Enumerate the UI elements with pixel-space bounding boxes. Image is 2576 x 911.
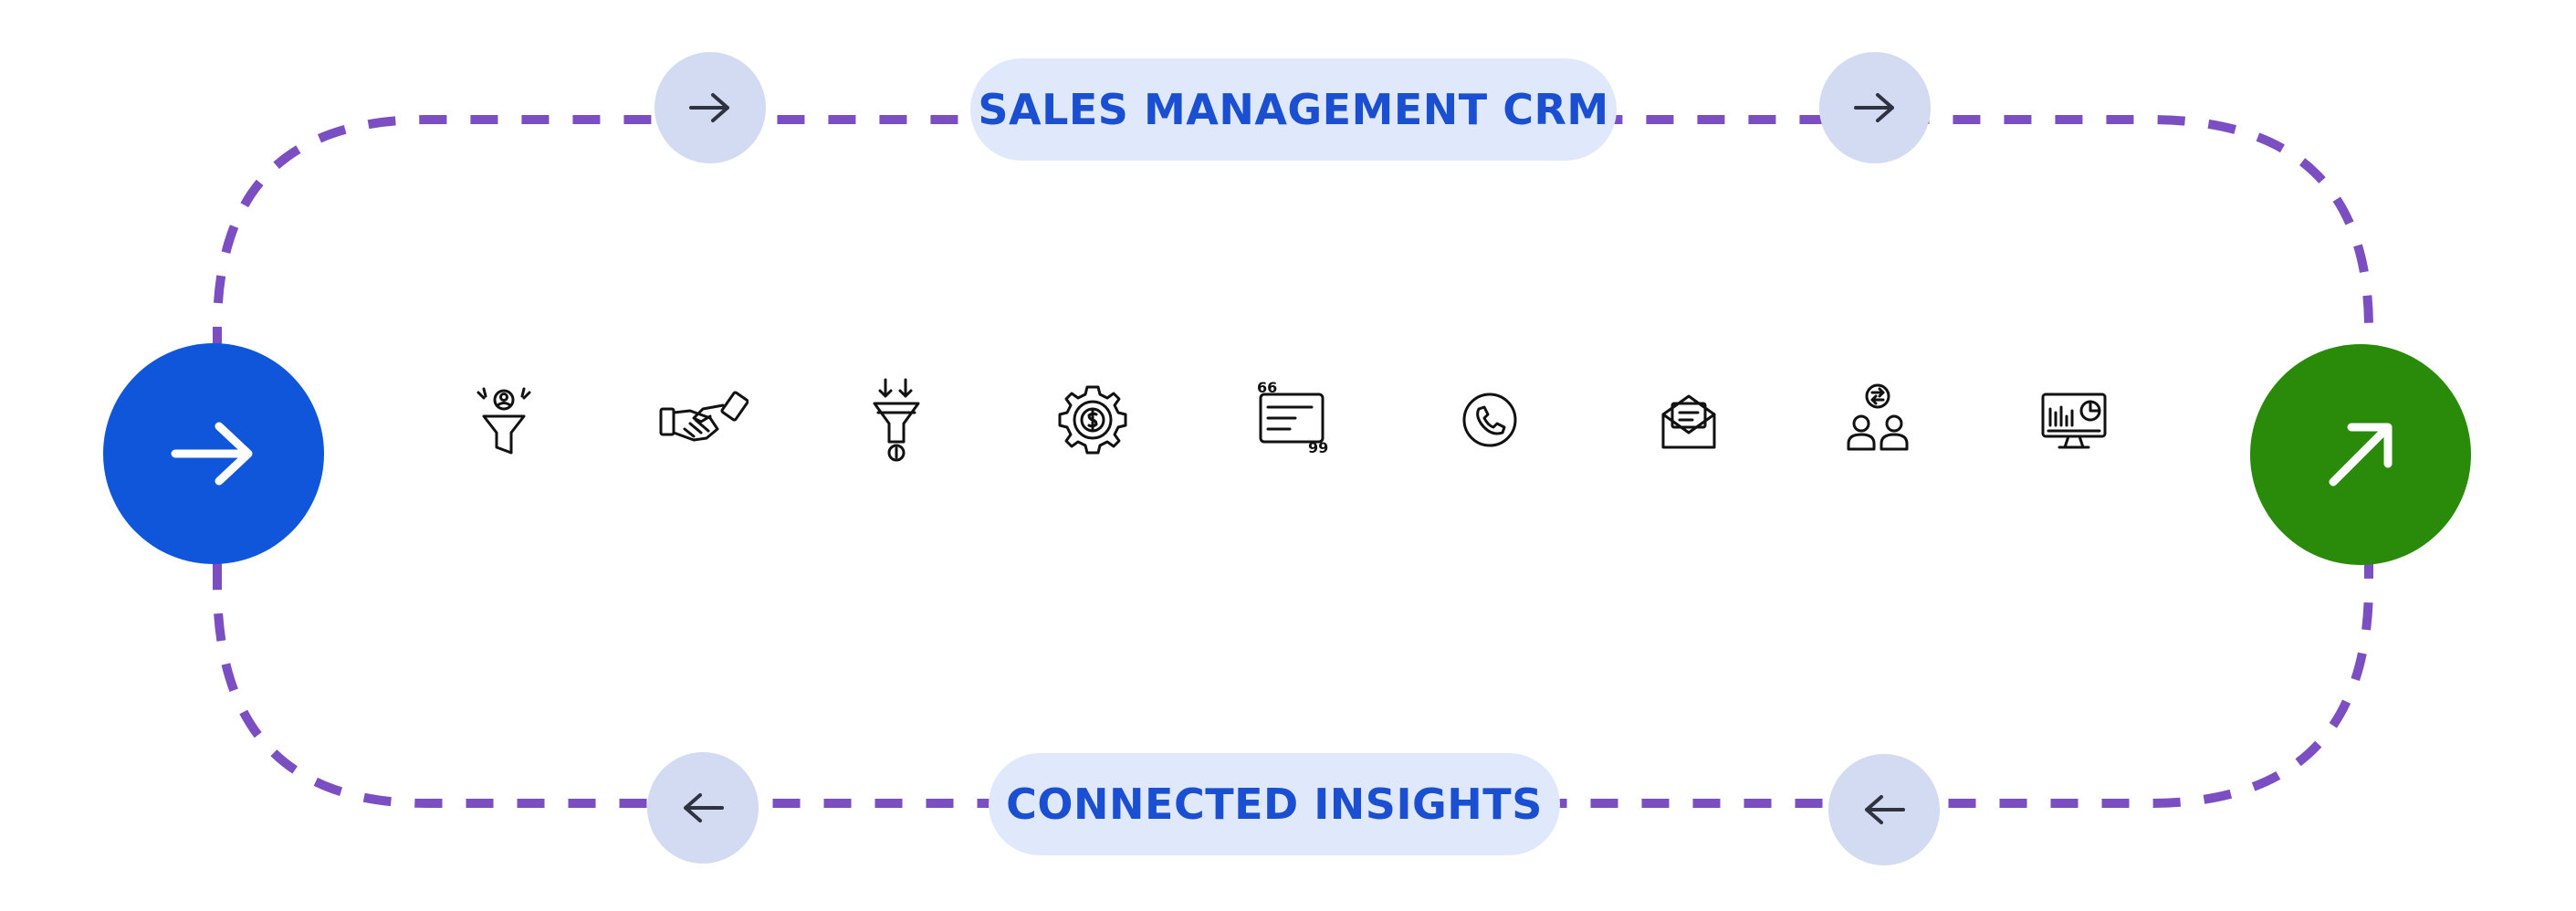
bottom-title-text: CONNECTED INSIGHTS xyxy=(1006,780,1543,829)
sales-funnel-icon xyxy=(858,376,935,464)
email-envelope-icon xyxy=(1650,382,1727,458)
bottom-right-arrow-node xyxy=(1828,754,1940,865)
bottom-left-arrow-node xyxy=(647,752,759,864)
handshake-icon xyxy=(657,382,749,458)
arrow-right-icon xyxy=(1854,93,1894,122)
bottom-title-pill: CONNECTED INSIGHTS xyxy=(989,753,1560,855)
phone-call-icon xyxy=(1451,382,1528,458)
revenue-gear-icon xyxy=(1054,382,1131,458)
arrow-left-icon xyxy=(1865,795,1905,824)
user-exchange-icon xyxy=(1839,382,1916,458)
svg-text:99: 99 xyxy=(1308,439,1328,456)
start-circle xyxy=(103,343,324,564)
testimonial-quote-icon: 66 99 xyxy=(1255,382,1328,458)
analytics-monitor-icon xyxy=(2036,382,2112,458)
top-title-pill: SALES MANAGEMENT CRM xyxy=(970,58,1617,161)
arrow-right-icon xyxy=(689,93,729,122)
top-right-arrow-node xyxy=(1819,52,1931,163)
top-title-text: SALES MANAGEMENT CRM xyxy=(978,85,1609,134)
arrow-left-icon xyxy=(684,793,724,822)
lead-funnel-icon xyxy=(466,382,542,458)
end-circle xyxy=(2250,344,2471,565)
svg-text:66: 66 xyxy=(1257,382,1277,396)
top-left-arrow-node xyxy=(654,52,766,163)
arrow-right-icon xyxy=(171,422,253,486)
arrow-up-right-icon xyxy=(2329,423,2393,487)
